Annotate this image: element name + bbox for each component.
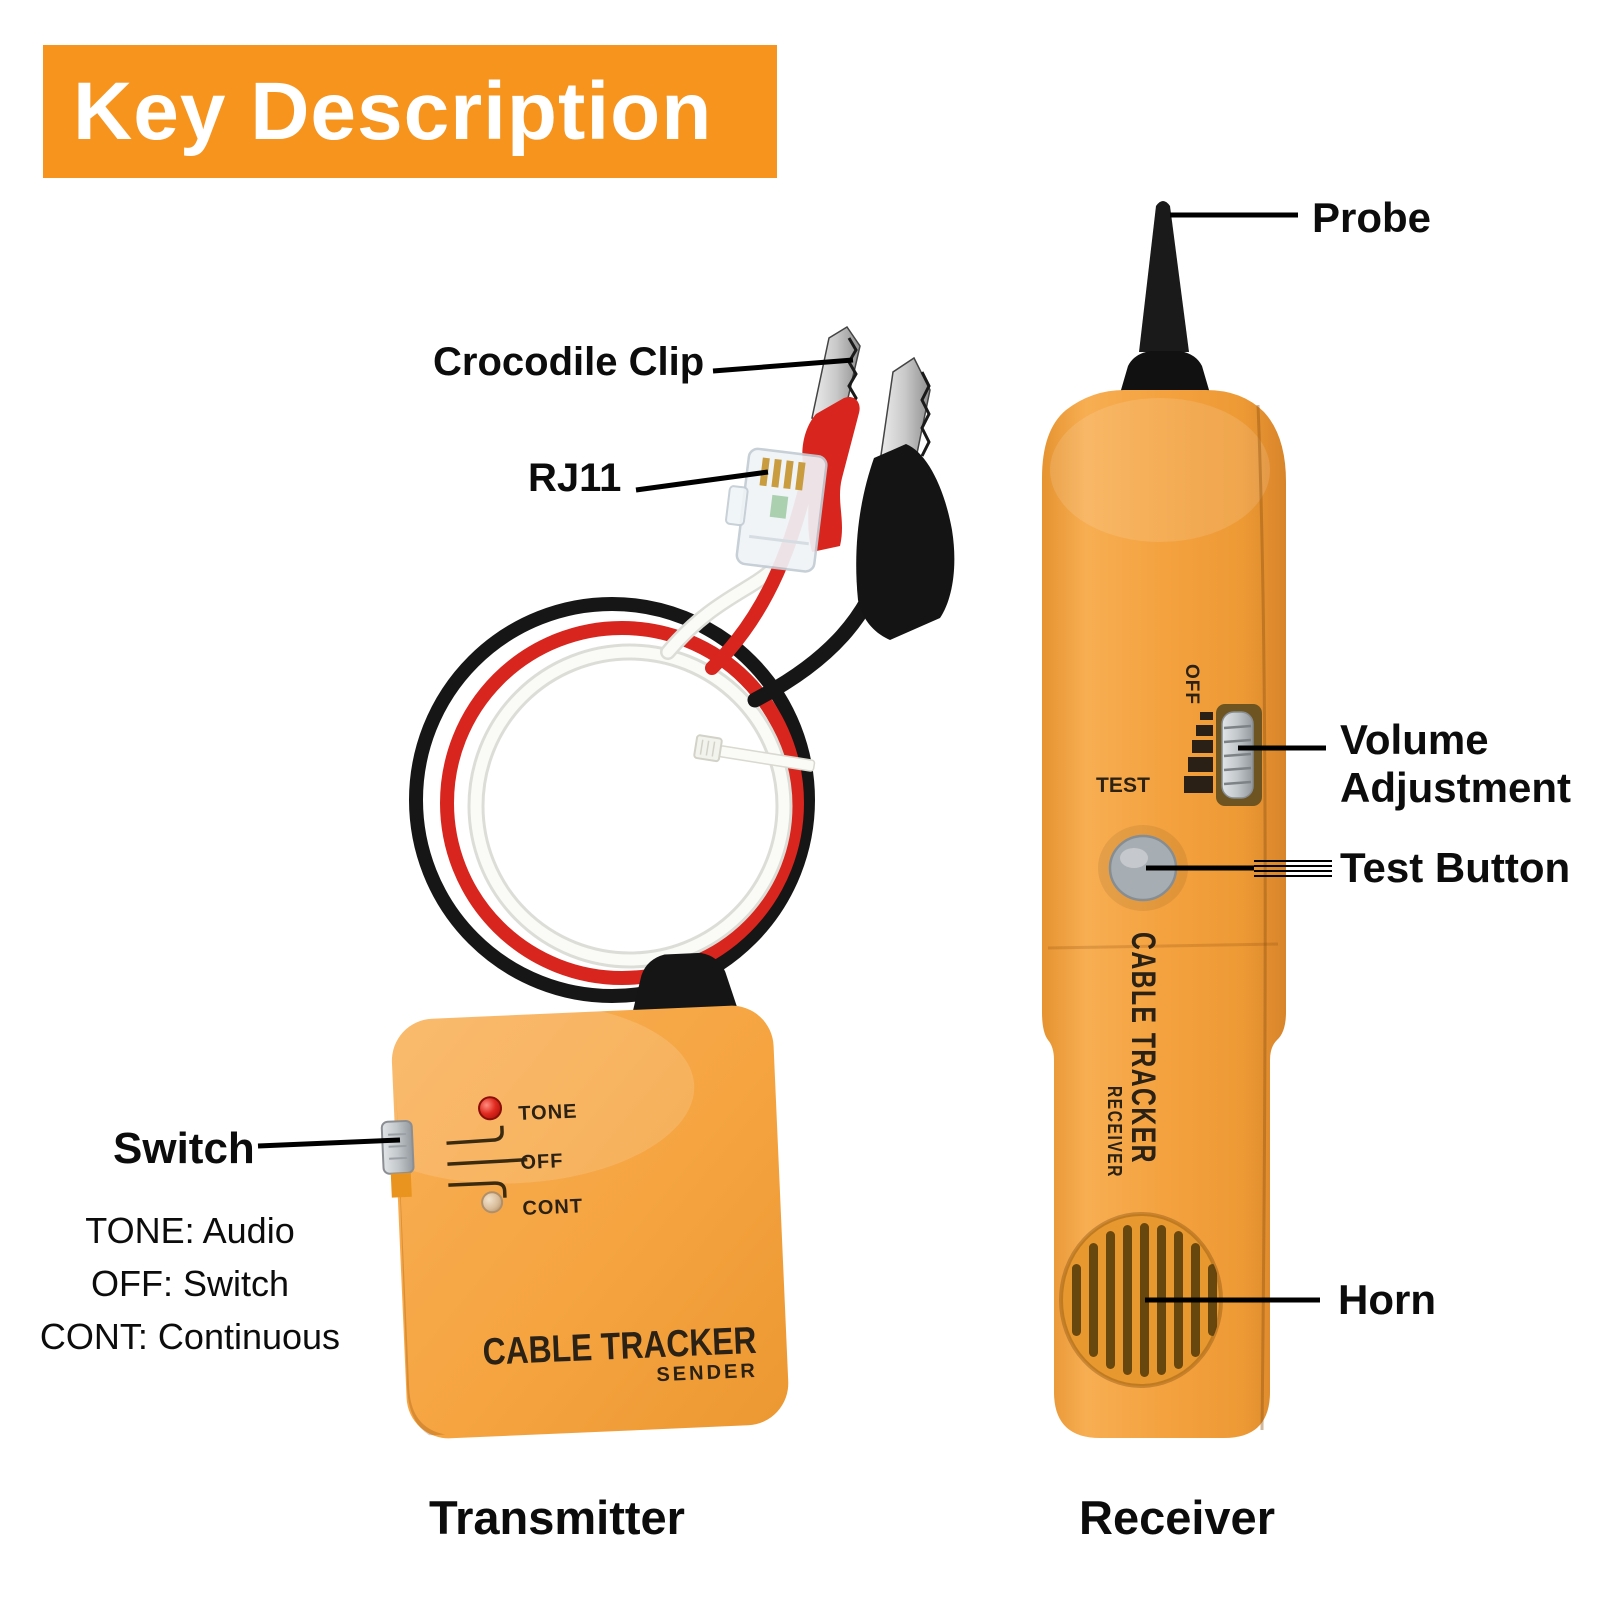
test-marking: TEST — [1096, 774, 1154, 797]
volume-off-marking: OFF — [1181, 664, 1202, 705]
switch-label: Switch — [113, 1124, 255, 1173]
page-title: Key Description — [73, 65, 713, 157]
receiver-body — [1042, 390, 1286, 1438]
probe-label: Probe — [1312, 194, 1432, 241]
cont-led — [481, 1191, 504, 1214]
sender-sub-text: SENDER — [656, 1360, 758, 1386]
rj11-contact — [783, 460, 794, 490]
red-wire-loop — [440, 621, 804, 985]
volume-label-line2: Adjustment — [1340, 764, 1571, 811]
horn-grille — [1059, 1212, 1223, 1388]
rj11-latch — [725, 485, 749, 527]
probe-cone — [1139, 201, 1189, 352]
cable-tie — [693, 734, 816, 772]
volume-label-line1: Volume — [1340, 716, 1489, 763]
mode-switch-slot — [390, 1172, 412, 1198]
volume-bars — [1184, 712, 1213, 793]
white-wire-exit — [662, 564, 778, 658]
switch-mark-cont — [448, 1181, 507, 1198]
rj11-label: RJ11 — [528, 456, 622, 500]
horn-label: Horn — [1338, 1276, 1436, 1323]
receiver-caption: Receiver — [1079, 1491, 1275, 1544]
switch-mark-tone — [446, 1125, 504, 1145]
test-button-callout-hatch — [1254, 860, 1332, 877]
switch-callout-line — [257, 1137, 401, 1149]
receiver-brand-text: CABLE TRACKER — [1124, 932, 1162, 1164]
cont-marking: CONT — [522, 1195, 584, 1220]
black-clip-teeth — [920, 371, 931, 457]
probe-base-cap — [1120, 351, 1210, 397]
black-clip-boot — [856, 444, 955, 640]
rj11-inner-detail — [769, 494, 789, 519]
volume-adjustment-label: Volume Adjustment — [1340, 716, 1571, 812]
callout-lines — [257, 212, 1326, 1303]
receiver-edge-line — [1256, 404, 1267, 1431]
crocodile-clip-label: Crocodile Clip — [433, 340, 705, 384]
switch-description: TONE: Audio OFF: Switch CONT: Continuous — [30, 1204, 350, 1363]
header-banner: Key Description — [43, 45, 777, 178]
switch-desc-tone: TONE: Audio — [85, 1210, 295, 1251]
cable-gland — [631, 952, 740, 1019]
tone-led — [478, 1096, 503, 1121]
transmitter-device: TONE OFF CONT CABLE TRACKER SENDER — [334, 952, 789, 1439]
red-clip-teeth — [847, 337, 858, 411]
rj11-contact — [771, 458, 782, 488]
transmitter-caption: Transmitter — [429, 1491, 685, 1544]
white-wire-loop — [470, 646, 790, 966]
tone-marking: TONE — [518, 1100, 578, 1125]
off-marking: OFF — [520, 1150, 564, 1174]
black-wire-loop — [409, 597, 815, 1003]
switch-mark-off — [447, 1157, 528, 1166]
switch-desc-cont: CONT: Continuous — [39, 1316, 341, 1357]
receiver-sub-brand-text: RECEIVER — [1103, 1086, 1125, 1178]
rj11-contact — [795, 461, 806, 491]
receiver-device: OFF TEST CABLE TRACKER RECEIVER — [1042, 201, 1286, 1438]
test-button-label: Test Button — [1340, 844, 1571, 891]
switch-desc-off: OFF: Switch — [90, 1263, 290, 1304]
crocodile-clip-callout-line — [712, 357, 854, 374]
crocodile-clip-black — [856, 356, 955, 640]
rj11-callout-line — [635, 469, 769, 493]
rj11-connector — [725, 447, 828, 573]
